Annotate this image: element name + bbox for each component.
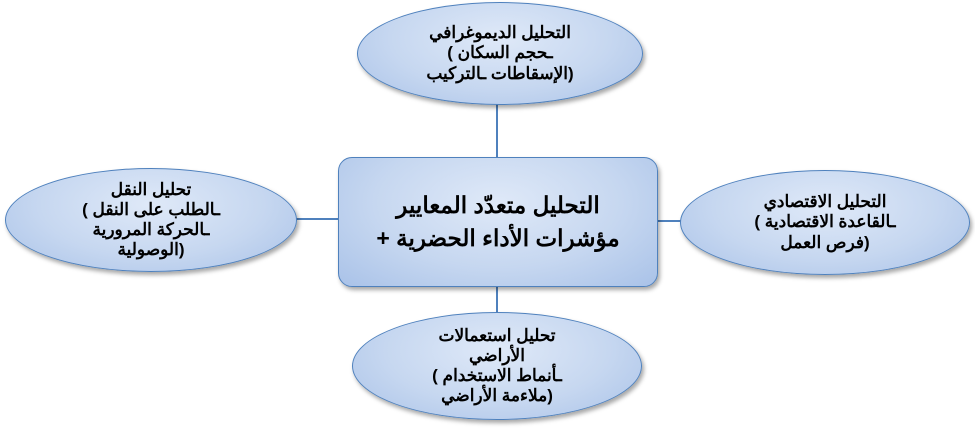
node-line: (فرص العمل — [780, 232, 870, 252]
node-line: تحليل استعمالات — [438, 325, 556, 345]
node-line: ـالطلب على النقل ) — [82, 199, 220, 219]
node-line: (الوصولية — [117, 240, 185, 260]
node-transport-analysis: تحليل النقل ـالطلب على النقل ) ـالحركة ا… — [5, 168, 297, 272]
node-line: (ملاءمة الأراضي — [441, 386, 553, 406]
node-line: الأراضي — [469, 345, 525, 365]
connector-right — [656, 220, 684, 222]
connector-bottom — [496, 285, 498, 315]
node-line: تحليل النقل — [110, 179, 192, 199]
connector-top — [496, 100, 498, 160]
node-line: ـأنماط الاستخدام ) — [432, 366, 562, 385]
node-multi-criteria-analysis: التحليل متعدّد المعايير مؤشرات الأداء ال… — [338, 157, 658, 287]
node-land-use-analysis: تحليل استعمالات الأراضي ـأنماط الاستخدام… — [352, 312, 642, 420]
node-line: التحليل الاقتصادي — [763, 192, 887, 212]
node-economic-analysis: التحليل الاقتصادي ـالقاعدة الاقتصادية ) … — [680, 170, 970, 275]
node-line: مؤشرات الأداء الحضرية + — [376, 225, 620, 251]
node-line: ـحجم السكان ) — [447, 43, 553, 63]
node-line: ـالقاعدة الاقتصادية ) — [754, 212, 896, 232]
node-line: (الإسقاطات ـالتركيب — [426, 63, 574, 83]
node-line: التحليل متعدّد المعايير — [396, 191, 600, 218]
node-line: التحليل الديموغرافي — [429, 23, 571, 43]
node-demographic-analysis: التحليل الديموغرافي ـحجم السكان ) (الإسق… — [357, 2, 643, 105]
connector-left — [294, 218, 340, 220]
node-line: ـالحركة المرورية — [92, 220, 210, 239]
